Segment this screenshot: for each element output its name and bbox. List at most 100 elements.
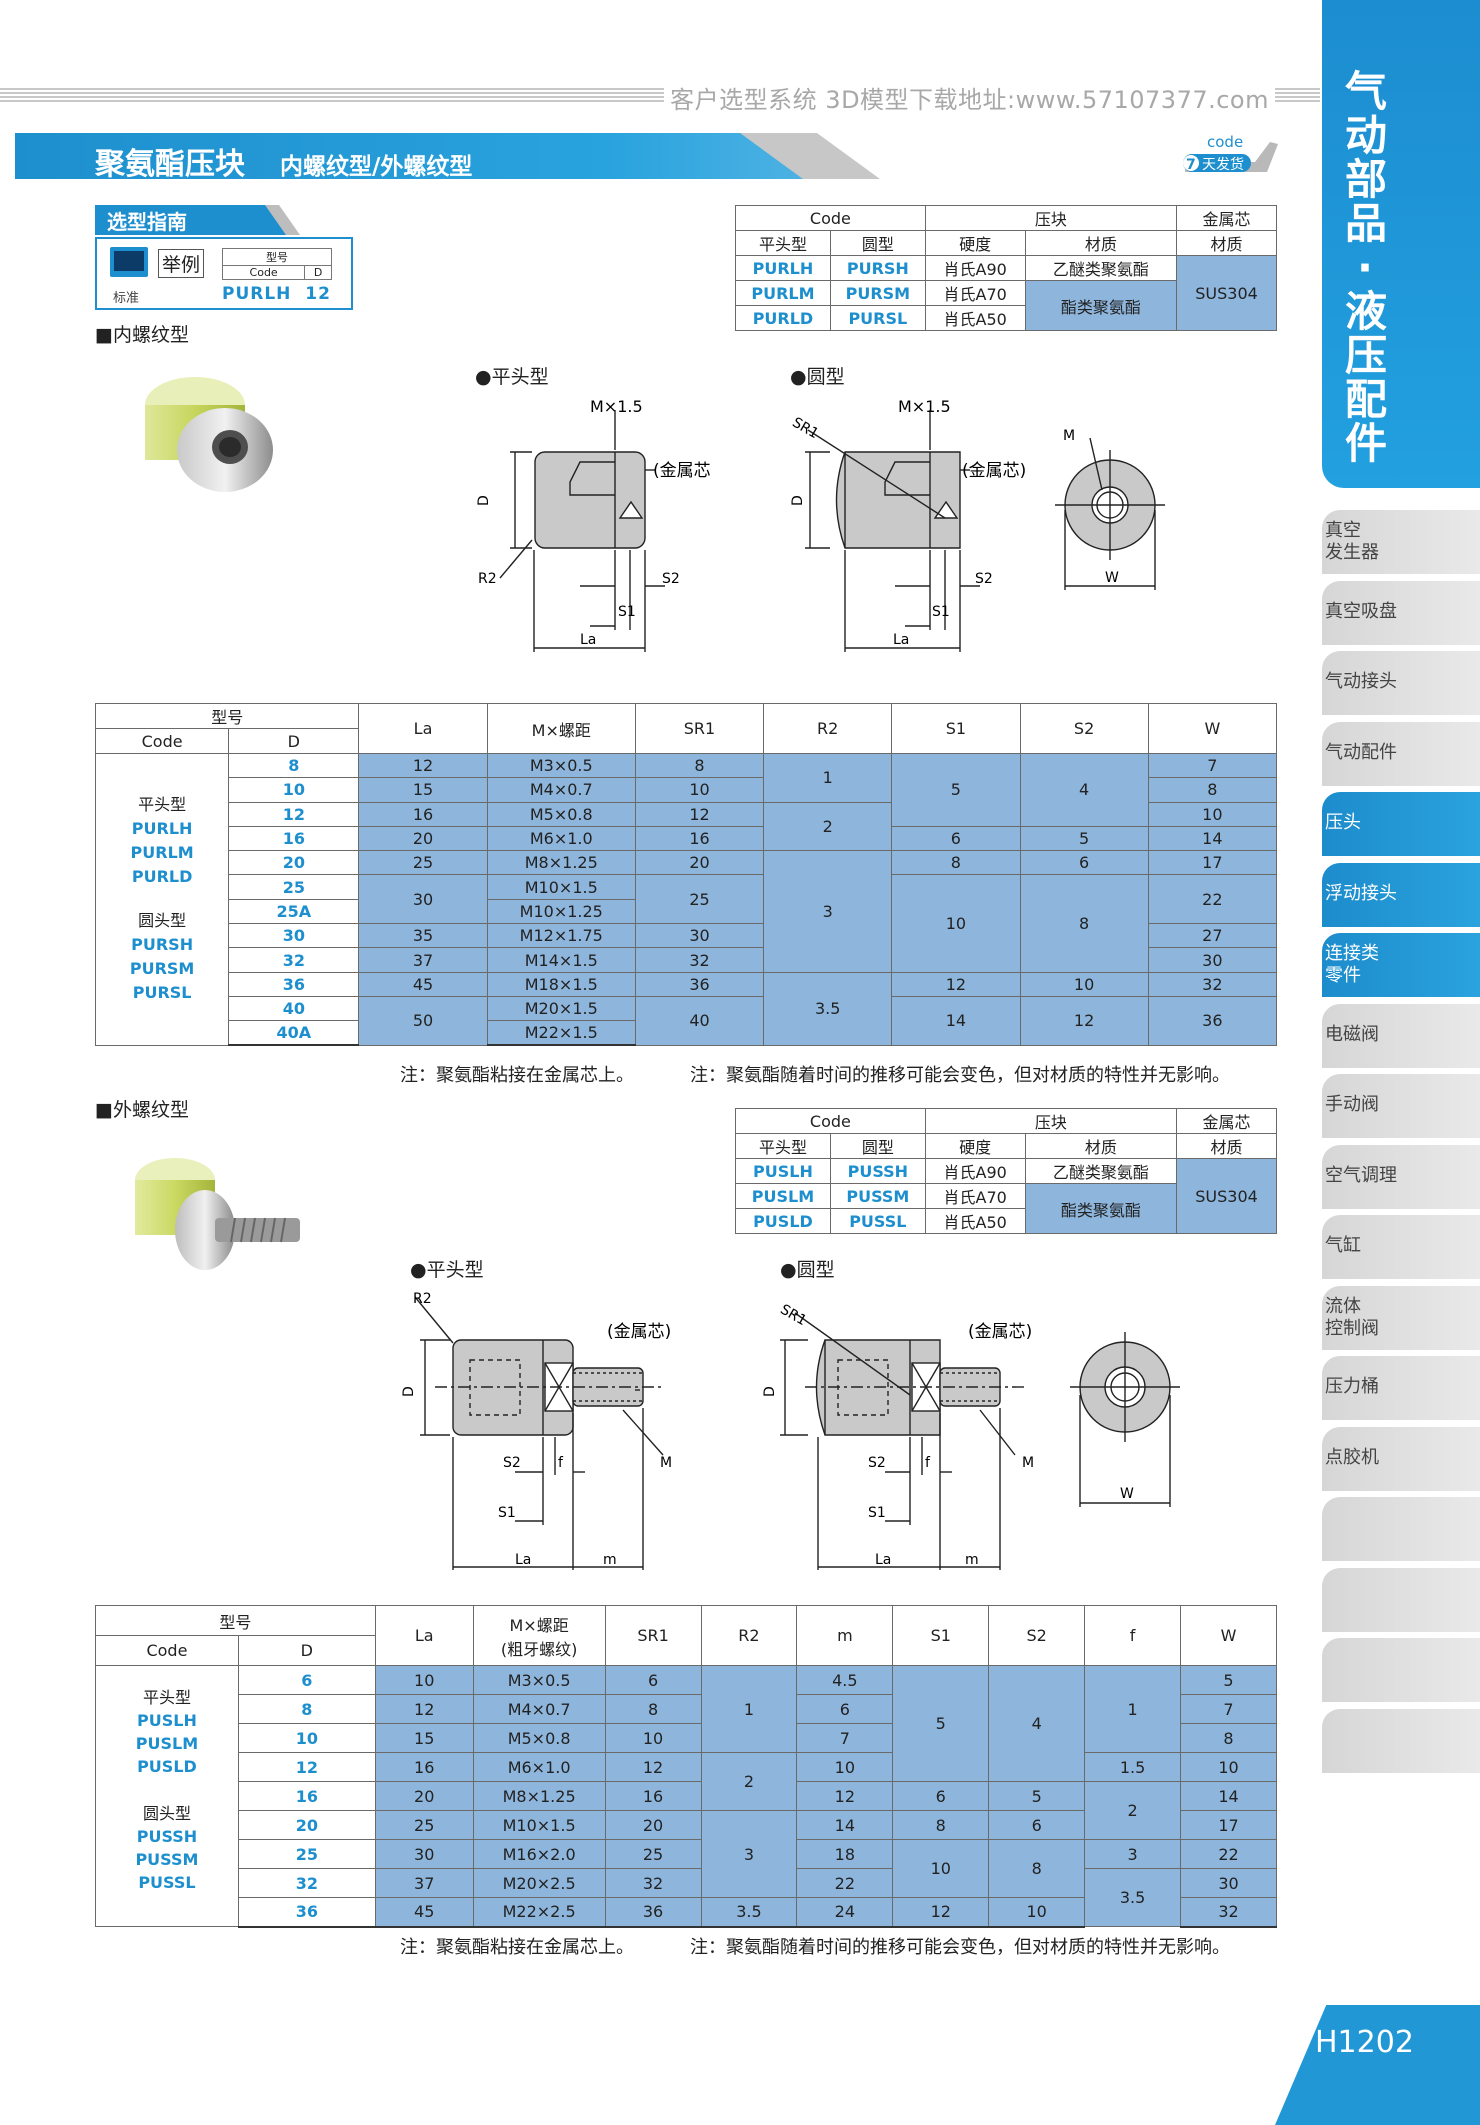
sidebar-item-11[interactable]: 流体控制阀 (1322, 1285, 1480, 1350)
sidebar-title-char: 压 (1345, 331, 1388, 380)
mt1-flat-2[interactable]: PURLD (735, 305, 831, 331)
sidebar-item-4[interactable]: 压头 (1322, 792, 1480, 856)
sidebar-item-15[interactable] (1322, 1567, 1480, 1632)
sidebar-item-13[interactable]: 点胶机 (1322, 1426, 1480, 1491)
d1-S2: S2 (662, 571, 680, 587)
sidebar-title-char: 部 (1345, 155, 1388, 204)
t2-la-value: 45 (374, 1897, 474, 1928)
t2-code-flat[interactable]: PUSLH (137, 1711, 197, 1730)
mt2-round-1[interactable]: PUSSM (829, 1183, 926, 1209)
t2-mm-value: 22 (796, 1868, 894, 1898)
t1-m-value: M12×1.75 (486, 923, 636, 949)
sidebar-item-label: 气缸 (1325, 1235, 1361, 1256)
note-1b: 注：聚氨酯随着时间的推移可能会变色，但对材质的特性并无影响。 (690, 1065, 1230, 1086)
mt2-hard-2: 肖氏A50 (924, 1208, 1026, 1234)
t2-w-value: 14 (1180, 1781, 1277, 1811)
t1-r2-value: 3 (763, 850, 893, 973)
t1-d-value[interactable]: 8 (228, 752, 360, 779)
t1-la-value: 20 (358, 825, 488, 852)
t1-d-value[interactable]: 10 (228, 777, 360, 803)
t1-d-value[interactable]: 25 (228, 874, 360, 900)
t1-sr1-value: 12 (634, 801, 765, 827)
t1-la-value: 25 (358, 850, 488, 876)
t2-d-value[interactable]: 6 (237, 1665, 376, 1695)
t1-d-value[interactable]: 36 (228, 971, 360, 997)
mt1-round-0[interactable]: PURSH (829, 255, 926, 281)
mt2-hard-1: 肖氏A70 (924, 1183, 1026, 1209)
sidebar-item-14[interactable] (1322, 1497, 1480, 1561)
t2-s2-value: 4 (988, 1665, 1086, 1782)
t1-code-round[interactable]: PURSM (129, 959, 195, 979)
page-footer-tab (1275, 2005, 1480, 2125)
t2-h_sr1: SR1 (604, 1605, 702, 1666)
t2-d-value[interactable]: 32 (237, 1868, 376, 1898)
t2-d-value[interactable]: 12 (237, 1752, 376, 1782)
t1-code-round[interactable]: PURSH (131, 935, 194, 955)
t1-code-flat[interactable]: PURLD (131, 867, 193, 887)
t1-sr1-value: 32 (634, 947, 765, 973)
guide-code-header: Code (221, 265, 306, 280)
t2-d-value[interactable]: 36 (237, 1897, 376, 1928)
sidebar-item-9[interactable]: 空气调理 (1322, 1144, 1480, 1209)
t2-d-value[interactable]: 20 (237, 1810, 376, 1840)
mt1-round-2[interactable]: PURSL (829, 305, 926, 331)
mt2-h-code: Code (735, 1108, 926, 1134)
sidebar-item-10[interactable]: 气缸 (1322, 1215, 1480, 1279)
mt2-flat-1[interactable]: PUSLM (735, 1183, 831, 1209)
t1-w-value: 7 (1147, 752, 1278, 779)
mt2-round-2[interactable]: PUSSL (829, 1208, 926, 1234)
t1-d-value[interactable]: 20 (228, 850, 360, 876)
t2-d-value[interactable]: 25 (237, 1839, 376, 1869)
t1-la-value: 45 (358, 971, 488, 997)
t1-w-value: 10 (1147, 801, 1278, 827)
header-site-text[interactable]: 客户选型系统 3D模型下载地址:www.57107377.com (664, 80, 1275, 115)
t1-d-value[interactable]: 40 (228, 995, 360, 1022)
t2-d-value[interactable]: 8 (237, 1694, 376, 1724)
mt1-flat-1[interactable]: PURLM (735, 280, 831, 306)
mt2-round-0[interactable]: PUSSH (829, 1158, 926, 1184)
t1-d-value[interactable]: 30 (228, 923, 360, 949)
sidebar-item-6[interactable]: 连接类零件 (1322, 933, 1480, 997)
drawing-external-flat: R2 (金属芯) D S2 S1 f M La m (401, 1291, 672, 1570)
mt1-core: SUS304 (1176, 255, 1277, 331)
t1-d-value[interactable]: 12 (228, 801, 360, 827)
sidebar-title-char: 配 (1345, 375, 1388, 424)
sidebar-item-3[interactable]: 气动配件 (1322, 721, 1480, 786)
t2-h_s2: S2 (988, 1605, 1086, 1666)
d1-core: (金属芯) (653, 461, 710, 481)
sidebar-item-16[interactable] (1322, 1638, 1480, 1702)
t1-la-value: 16 (358, 801, 488, 827)
mt1-flat-0[interactable]: PURLH (735, 255, 831, 281)
t1-code-flat[interactable]: PURLM (130, 843, 194, 863)
sidebar-item-7[interactable]: 电磁阀 (1322, 1003, 1480, 1068)
t2-d-value[interactable]: 10 (237, 1723, 376, 1753)
t2-code-round[interactable]: PUSSH (136, 1827, 198, 1846)
sidebar-item-5[interactable]: 浮动接头 (1322, 862, 1480, 927)
d1-R2: R2 (478, 571, 497, 587)
t1-d-value[interactable]: 32 (228, 947, 360, 973)
t2-d-value[interactable]: 16 (237, 1781, 376, 1811)
t1-code-flat[interactable]: PURLH (131, 819, 193, 839)
sidebar-item-17[interactable] (1322, 1708, 1480, 1773)
t2-code-round[interactable]: PUSSL (138, 1873, 196, 1892)
t1-d-value[interactable]: 40A (228, 1020, 360, 1047)
t2-mm-value: 14 (796, 1810, 894, 1840)
t2-h_mm: m (796, 1605, 894, 1666)
t1-d-value[interactable]: 16 (228, 825, 360, 852)
sidebar-item-8[interactable]: 手动阀 (1322, 1074, 1480, 1138)
sidebar-item-12[interactable]: 压力桶 (1322, 1356, 1480, 1420)
mt2-flat-0[interactable]: PUSLH (735, 1158, 831, 1184)
sidebar-item-0[interactable]: 真空发生器 (1322, 510, 1480, 574)
t1-code-round[interactable]: PURSL (132, 983, 192, 1003)
mt2-flat-2[interactable]: PUSLD (735, 1208, 831, 1234)
product-photo-external (135, 1158, 300, 1270)
t2-code-flat[interactable]: PUSLM (135, 1734, 199, 1753)
t2-w-value: 32 (1180, 1897, 1277, 1928)
t2-code-round[interactable]: PUSSM (135, 1850, 199, 1869)
section-internal-thread: ■内螺纹型 (95, 324, 189, 346)
t2-code-flat[interactable]: PUSLD (137, 1757, 197, 1776)
mt1-round-1[interactable]: PURSM (829, 280, 926, 306)
sidebar-item-1[interactable]: 真空吸盘 (1322, 580, 1480, 645)
t1-d-value[interactable]: 25A (228, 898, 360, 925)
sidebar-item-2[interactable]: 气动接头 (1322, 651, 1480, 715)
